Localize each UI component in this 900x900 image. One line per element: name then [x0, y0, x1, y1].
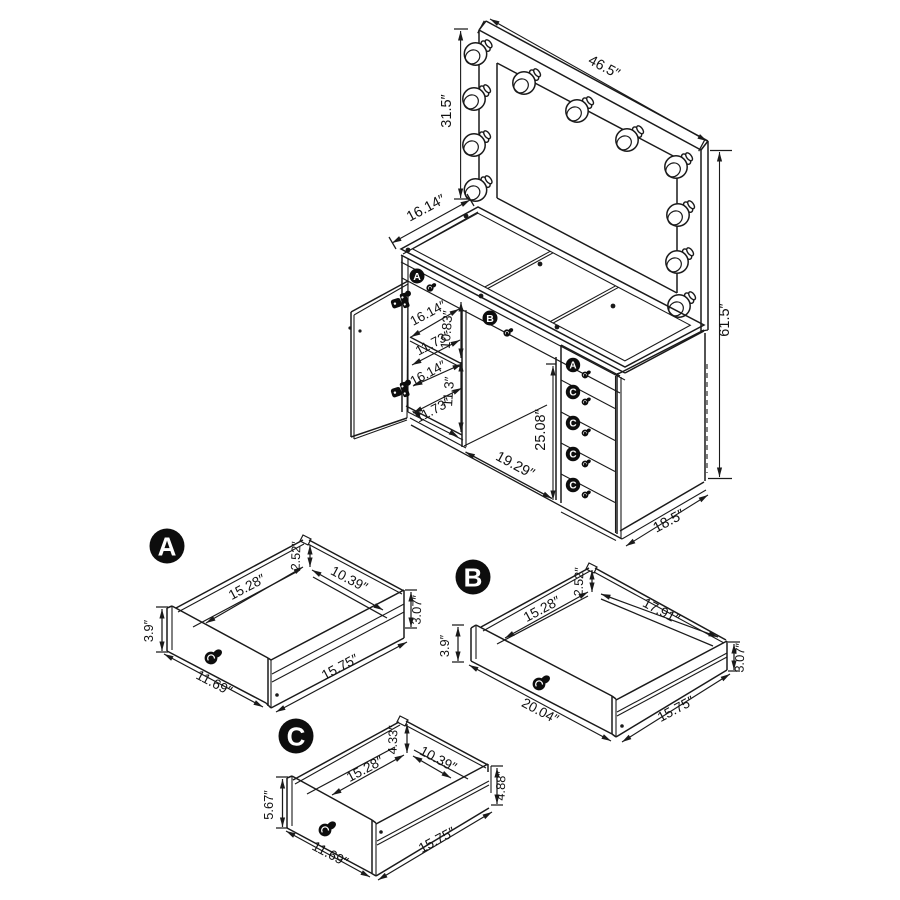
svg-text:A: A — [413, 271, 421, 283]
svg-text:3.07″: 3.07″ — [731, 642, 747, 672]
svg-text:C: C — [287, 721, 306, 751]
svg-text:11.3″: 11.3″ — [440, 376, 457, 407]
svg-text:25.08″: 25.08″ — [533, 409, 549, 450]
svg-text:3.07″: 3.07″ — [408, 594, 424, 624]
svg-text:C: C — [569, 419, 576, 430]
svg-text:2.52″: 2.52″ — [572, 567, 587, 597]
svg-text:4.33″: 4.33″ — [386, 725, 401, 755]
svg-text:5.67″: 5.67″ — [261, 790, 276, 820]
svg-text:B: B — [464, 562, 483, 592]
svg-text:C: C — [569, 481, 576, 492]
svg-text:A: A — [158, 531, 177, 561]
svg-text:C: C — [569, 388, 576, 399]
svg-text:2.52″: 2.52″ — [289, 541, 304, 571]
svg-text:31.5″: 31.5″ — [439, 94, 455, 127]
svg-text:10.83″: 10.83″ — [438, 310, 456, 349]
svg-text:3.9″: 3.9″ — [141, 619, 156, 642]
svg-text:4.88″: 4.88″ — [492, 770, 508, 800]
svg-text:3.9″: 3.9″ — [437, 634, 452, 657]
svg-text:A: A — [569, 361, 576, 372]
svg-text:B: B — [486, 313, 494, 325]
svg-text:C: C — [569, 450, 576, 461]
svg-text:61.5″: 61.5″ — [717, 303, 733, 336]
